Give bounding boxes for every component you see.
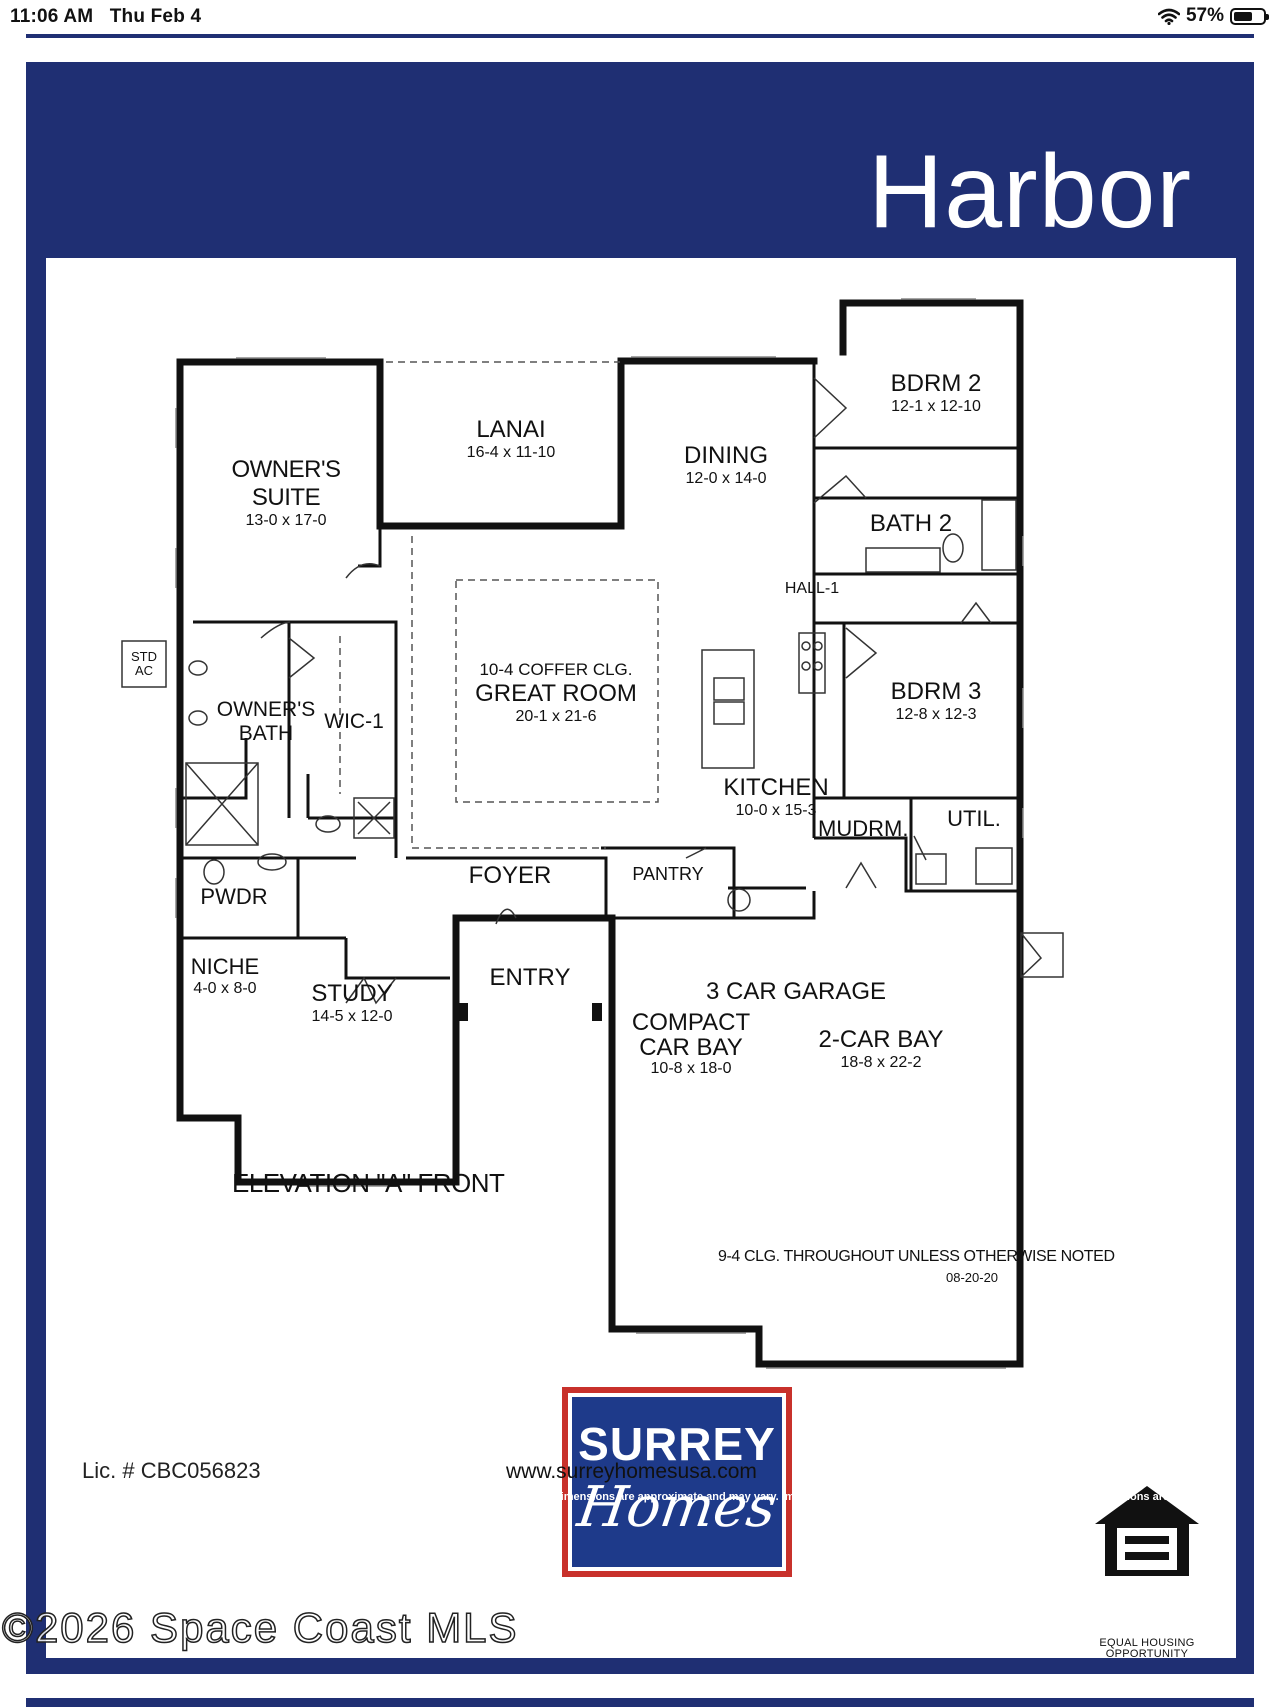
study-name: STUDY — [311, 980, 393, 1007]
thin-walls — [180, 361, 1021, 980]
fixtures — [121, 499, 1064, 978]
room-compact-bay: COMPACT CAR BAY 10-8 x 18-0 — [616, 1010, 766, 1078]
room-bdrm2: BDRM 2 12-1 x 12-10 — [866, 370, 1006, 416]
battery-percent: 57% — [1185, 5, 1224, 26]
battery-fill — [1234, 11, 1253, 21]
kitchen-name: KITCHEN — [723, 774, 829, 801]
room-two-car-bay: 2-CAR BAY 18-8 x 22-2 — [806, 1026, 956, 1072]
great-room-dims: 20-1 x 21-6 — [515, 708, 597, 725]
room-garage: 3 CAR GARAGE — [705, 978, 887, 1005]
owners-bath-line1: OWNER'S — [216, 698, 316, 721]
status-bar: 11:06 AM Thu Feb 4 57% — [0, 0, 1280, 34]
top-divider — [26, 34, 1254, 38]
bdrm2-name: BDRM 2 — [890, 370, 982, 397]
niche-name: NICHE — [190, 954, 260, 979]
bdrm3-dims: 12-8 x 12-3 — [895, 706, 977, 723]
logo-surrey-text: SURREY — [578, 1418, 776, 1470]
room-owners-bath: OWNER'S BATH — [216, 698, 316, 746]
ceiling-note: 9-4 CLG. THROUGHOUT UNLESS OTHERWISE NOT… — [718, 1248, 1115, 1265]
equal-housing-line2: OPPORTUNITY — [1105, 1648, 1189, 1660]
room-foyer: FOYER — [468, 862, 552, 889]
dining-name: DINING — [684, 442, 768, 469]
room-owners-suite: OWNER'S SUITE 13-0 x 17-0 — [196, 456, 376, 530]
compact-bay-dims: 10-8 x 18-0 — [650, 1060, 732, 1077]
kitchen-island — [701, 649, 755, 769]
std-ac-line2: AC — [134, 663, 154, 678]
kitchen-dims: 10-0 x 15-3 — [735, 802, 817, 819]
disclaimer-text: Plans and renderings represent the home … — [156, 1491, 1211, 1518]
room-pwdr: PWDR — [200, 884, 268, 909]
study-dims: 14-5 x 12-0 — [311, 1008, 393, 1025]
room-entry: ENTRY — [489, 964, 571, 991]
two-car-bay-dims: 18-8 x 22-2 — [840, 1054, 922, 1071]
great-room-name: GREAT ROOM — [475, 680, 637, 707]
room-mudrm: MUDRM. — [818, 816, 909, 841]
great-room-note: 10-4 COFFER CLG. — [479, 660, 633, 679]
floorplan-flyer: Harbor — [26, 62, 1254, 1674]
compact-bay-line1: COMPACT — [631, 1009, 751, 1036]
room-wic1: WIC-1 — [324, 710, 384, 733]
website-url: www.surreyhomesusa.com — [506, 1460, 757, 1483]
entry-columns — [458, 1003, 602, 1021]
room-bdrm3: BDRM 3 12-8 x 12-3 — [866, 678, 1006, 724]
room-hall1: HALL-1 — [784, 580, 840, 597]
two-car-bay-name: 2-CAR BAY — [818, 1026, 944, 1053]
niche-dims: 4-0 x 8-0 — [193, 980, 257, 997]
lanai-dims: 16-4 x 11-10 — [466, 444, 556, 461]
mls-watermark: ©2026 Space Coast MLS — [1, 1603, 519, 1652]
room-niche: NICHE 4-0 x 8-0 — [180, 954, 270, 998]
owners-suite-name: OWNER'S SUITE — [231, 456, 341, 511]
compact-bay-line2: CAR BAY — [639, 1034, 743, 1061]
room-bath2: BATH 2 — [869, 510, 953, 537]
status-time: 11:06 AM — [10, 6, 94, 27]
logo-frame: SURREY Homes — [568, 1393, 786, 1571]
equal-housing-icon — [1095, 1486, 1199, 1576]
room-util: UTIL. — [947, 806, 1001, 831]
room-pantry: PANTRY — [632, 864, 704, 884]
room-dining: DINING 12-0 x 14-0 — [656, 442, 796, 488]
logo-field: SURREY Homes — [572, 1397, 782, 1567]
door-swings — [260, 377, 992, 1005]
plan-title: Harbor — [868, 134, 1192, 250]
equal-housing-line1: EQUAL HOUSING — [1099, 1637, 1195, 1649]
equal-housing-text: EQUAL HOUSING OPPORTUNITY — [1082, 1638, 1212, 1660]
date-code: 08-20-20 — [946, 1270, 999, 1285]
bdrm3-name: BDRM 3 — [890, 678, 982, 705]
room-study: STUDY 14-5 x 12-0 — [282, 980, 422, 1026]
windows — [175, 298, 1024, 1369]
room-great-room: 10-4 COFFER CLG. GREAT ROOM 20-1 x 21-6 — [451, 660, 661, 726]
floor-plan-drawing — [121, 298, 1064, 1369]
std-ac-label: STD AC — [122, 650, 166, 678]
bottom-divider — [26, 1698, 1254, 1707]
surrey-homes-logo: SURREY Homes — [562, 1387, 792, 1577]
owners-bath-line2: BATH — [238, 722, 294, 745]
battery-icon — [1230, 7, 1269, 25]
wifi-icon — [1157, 8, 1180, 25]
status-right: 57% — [1157, 5, 1269, 27]
status-date: Thu Feb 4 — [109, 6, 202, 27]
std-ac-line1: STD — [131, 649, 157, 664]
bdrm2-dims: 12-1 x 12-10 — [891, 398, 981, 415]
owners-suite-dims: 13-0 x 17-0 — [245, 512, 327, 529]
lanai-name: LANAI — [476, 416, 546, 443]
dashed-lines — [339, 361, 659, 849]
dining-dims: 12-0 x 14-0 — [685, 470, 767, 487]
license-number: Lic. # CBC056823 — [82, 1458, 261, 1483]
plan-sheet: OWNER'S SUITE 13-0 x 17-0 LANAI 16-4 x 1… — [46, 258, 1236, 1660]
room-lanai: LANAI 16-4 x 11-10 — [436, 416, 586, 462]
status-time-date: 11:06 AM Thu Feb 4 — [10, 6, 201, 28]
elevation-label: ELEVATION "A" FRONT — [232, 1168, 505, 1198]
room-kitchen: KITCHEN 10-0 x 15-3 — [716, 774, 836, 820]
